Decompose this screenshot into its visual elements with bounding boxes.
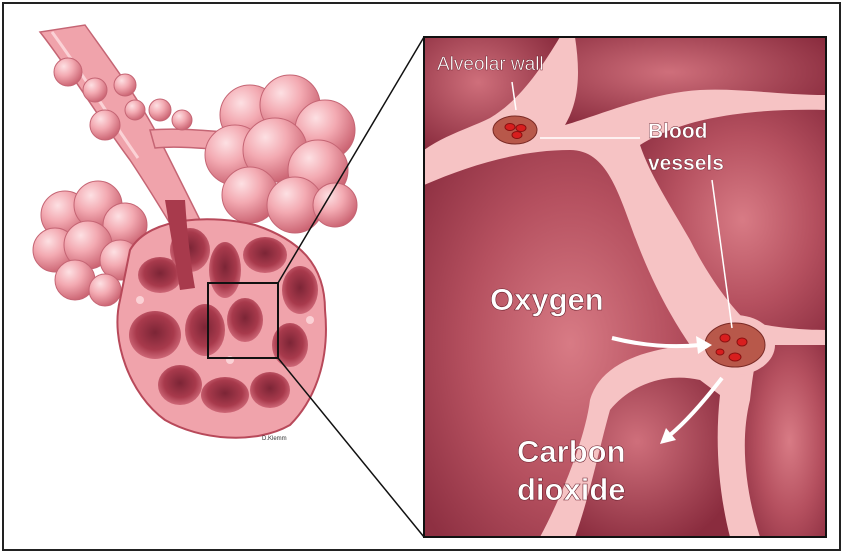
label-carbon-dioxide-line1: Carbon [517, 434, 626, 469]
label-blood-vessels-line2: vessels [648, 152, 724, 175]
blood-vessel-upper [485, 110, 545, 150]
label-carbon-dioxide-line2: dioxide [517, 472, 626, 507]
label-alveolar-wall: Alveolar wall [437, 54, 544, 75]
label-oxygen: Oxygen [490, 282, 604, 317]
artist-signature: D.Klemm [262, 436, 287, 442]
label-blood-vessels-line1: Blood [648, 120, 707, 143]
